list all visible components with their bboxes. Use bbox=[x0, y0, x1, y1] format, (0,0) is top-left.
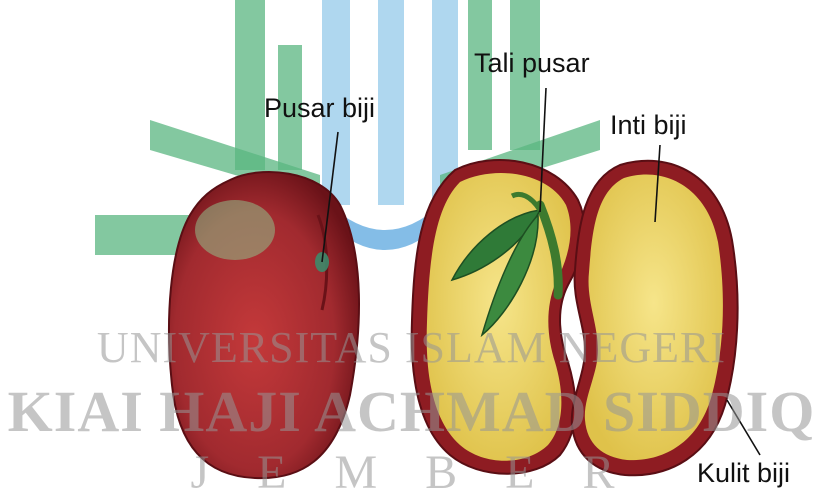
label-kulit-biji: Kulit biji bbox=[697, 460, 790, 487]
label-inti-biji: Inti biji bbox=[610, 112, 687, 139]
watermark-line-1: UNIVERSITAS ISLAM NEGERI bbox=[0, 322, 823, 373]
label-pusar-biji: Pusar biji bbox=[264, 95, 375, 122]
label-tali-pusar: Tali pusar bbox=[474, 50, 590, 77]
watermark-line-2: KIAI HAJI ACHMAD SIDDIQ bbox=[0, 378, 823, 445]
